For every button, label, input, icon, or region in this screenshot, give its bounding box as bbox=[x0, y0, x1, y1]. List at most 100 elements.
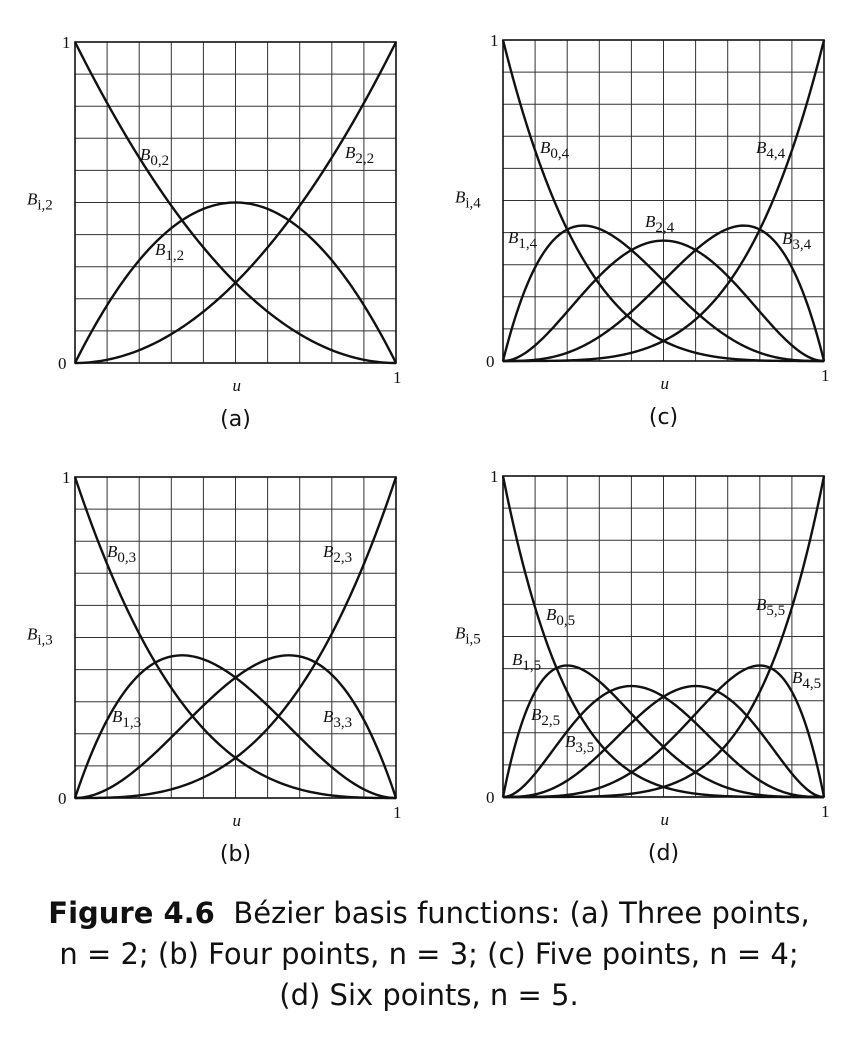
x-tick-label-1: 1 bbox=[393, 368, 402, 387]
y-axis-label-subscript: i,2 bbox=[37, 198, 52, 214]
series-label-b3-5-subscript: 3,5 bbox=[575, 740, 594, 756]
series-label-b2-3: B2,3 bbox=[323, 542, 352, 566]
x-tick-label-1: 1 bbox=[821, 802, 830, 821]
y-axis-label-subscript: i,4 bbox=[465, 196, 481, 212]
series-label-b5-5-subscript: 5,5 bbox=[766, 603, 785, 619]
panel-label: (d) bbox=[648, 841, 679, 866]
y-axis-label: Bi,2 bbox=[27, 190, 53, 214]
y-axis-label-base: B bbox=[455, 188, 466, 207]
y-tick-label-0: 0 bbox=[58, 789, 67, 808]
y-axis-label-base: B bbox=[455, 624, 466, 643]
panel-label: (b) bbox=[220, 842, 251, 867]
series-label-b3-4-base: B bbox=[782, 229, 793, 248]
x-tick-label-1: 1 bbox=[393, 803, 402, 822]
series-label-b4-4-subscript: 4,4 bbox=[766, 146, 785, 162]
series-label-b1-2-subscript: 1,2 bbox=[165, 248, 184, 264]
series-line-b5-5 bbox=[503, 475, 826, 799]
series-label-b4-5-subscript: 4,5 bbox=[802, 676, 821, 692]
series-label-b2-5-subscript: 2,5 bbox=[541, 713, 560, 729]
series-label-b2-3-subscript: 2,3 bbox=[333, 550, 352, 566]
series-label-b3-5: B3,5 bbox=[565, 732, 594, 756]
figure-label: Figure 4.6 bbox=[48, 896, 215, 930]
series-label-b0-4: B0,4 bbox=[540, 138, 570, 162]
x-axis-label: u bbox=[233, 376, 242, 395]
panel-label: (c) bbox=[649, 405, 678, 430]
y-tick-label-1: 1 bbox=[490, 31, 499, 50]
series-label-b2-3-base: B bbox=[323, 542, 334, 561]
series-label-b1-5-subscript: 1,5 bbox=[522, 658, 541, 674]
series-label-b1-4: B1,4 bbox=[508, 228, 538, 252]
y-axis-label: Bi,3 bbox=[27, 625, 53, 649]
series-label-b0-5: B0,5 bbox=[546, 605, 575, 629]
series-label-b3-4-subscript: 3,4 bbox=[792, 237, 811, 253]
series-label-b4-4: B4,4 bbox=[756, 138, 786, 162]
y-tick-label-1: 1 bbox=[62, 33, 71, 52]
y-axis-label-base: B bbox=[27, 190, 38, 209]
series-label-b3-4: B3,4 bbox=[782, 229, 812, 253]
series-line-b3-4 bbox=[503, 224, 826, 363]
series-label-b1-2-base: B bbox=[155, 240, 166, 259]
series-label-b3-3-base: B bbox=[323, 707, 334, 726]
bezier-basis-plots: B0,2B1,2B2,2011uBi,2(a)B0,3B1,3B2,3B3,30… bbox=[27, 31, 830, 867]
series-label-b1-5: B1,5 bbox=[512, 650, 541, 674]
y-tick-label-1: 1 bbox=[62, 468, 71, 487]
series-label-b2-4: B2,4 bbox=[645, 212, 675, 236]
y-axis-label-subscript: i,5 bbox=[465, 632, 480, 648]
series-label-b1-4-subscript: 1,4 bbox=[518, 236, 537, 252]
x-tick-label-1: 1 bbox=[821, 366, 830, 385]
series-label-b0-3-subscript: 0,3 bbox=[117, 550, 136, 566]
series-label-b3-3-subscript: 3,3 bbox=[333, 715, 352, 731]
plot-frame bbox=[502, 39, 825, 362]
plot-frame bbox=[502, 475, 825, 798]
series-label-b2-2-subscript: 2,2 bbox=[355, 151, 374, 167]
series-label-b4-5: B4,5 bbox=[792, 668, 821, 692]
y-axis-label: Bi,5 bbox=[455, 624, 481, 648]
y-axis-label: Bi,4 bbox=[455, 188, 481, 212]
x-axis-label: u bbox=[661, 810, 670, 829]
series-label-b3-5-base: B bbox=[565, 732, 576, 751]
caption-line-1: Figure 4.6 Bézier basis functions: (a) T… bbox=[0, 893, 858, 934]
series-label-b0-4-base: B bbox=[540, 138, 551, 157]
y-axis-label-base: B bbox=[27, 625, 38, 644]
series-label-b1-3-base: B bbox=[112, 707, 123, 726]
series-label-b2-4-subscript: 2,4 bbox=[655, 220, 674, 236]
series-label-b0-3-base: B bbox=[107, 542, 118, 561]
series-label-b3-3: B3,3 bbox=[323, 707, 352, 731]
series-label-b1-3: B1,3 bbox=[112, 707, 141, 731]
x-axis-label: u bbox=[233, 811, 242, 830]
y-tick-label-0: 0 bbox=[486, 352, 495, 371]
series-label-b0-4-subscript: 0,4 bbox=[550, 146, 569, 162]
series-label-b0-2-subscript: 0,2 bbox=[150, 153, 169, 169]
caption-text-1: Bézier basis functions: (a) Three points… bbox=[233, 896, 810, 930]
series-label-b1-3-subscript: 1,3 bbox=[122, 715, 141, 731]
series-label-b2-5-base: B bbox=[531, 705, 542, 724]
series-label-b2-5: B2,5 bbox=[531, 705, 560, 729]
series-line-b2-4 bbox=[502, 239, 825, 363]
y-tick-label-0: 0 bbox=[58, 354, 67, 373]
series-label-b1-4-base: B bbox=[508, 228, 519, 247]
y-tick-label-0: 0 bbox=[486, 788, 495, 807]
series-label-b2-2-base: B bbox=[345, 143, 356, 162]
caption-line-3: (d) Six points, n = 5. bbox=[279, 978, 579, 1012]
series-line-b4-4 bbox=[503, 39, 826, 363]
series-label-b2-4-base: B bbox=[645, 212, 656, 231]
plot-frame bbox=[74, 41, 397, 364]
y-tick-label-1: 1 bbox=[490, 467, 499, 486]
series-label-b4-4-base: B bbox=[756, 138, 767, 157]
caption-line-2: n = 2; (b) Four points, n = 3; (c) Five … bbox=[59, 937, 799, 971]
series-label-b1-5-base: B bbox=[512, 650, 523, 669]
series-label-b0-5-base: B bbox=[546, 605, 557, 624]
series-label-b4-5-base: B bbox=[792, 668, 803, 687]
series-line-b3-3 bbox=[75, 476, 398, 800]
series-line-b2-3 bbox=[74, 654, 398, 800]
series-line-b1-2 bbox=[73, 201, 398, 364]
series-label-b5-5: B5,5 bbox=[756, 595, 785, 619]
series-label-b2-2: B2,2 bbox=[345, 143, 374, 167]
plot-frame bbox=[74, 476, 397, 799]
panel-label: (a) bbox=[220, 407, 251, 432]
